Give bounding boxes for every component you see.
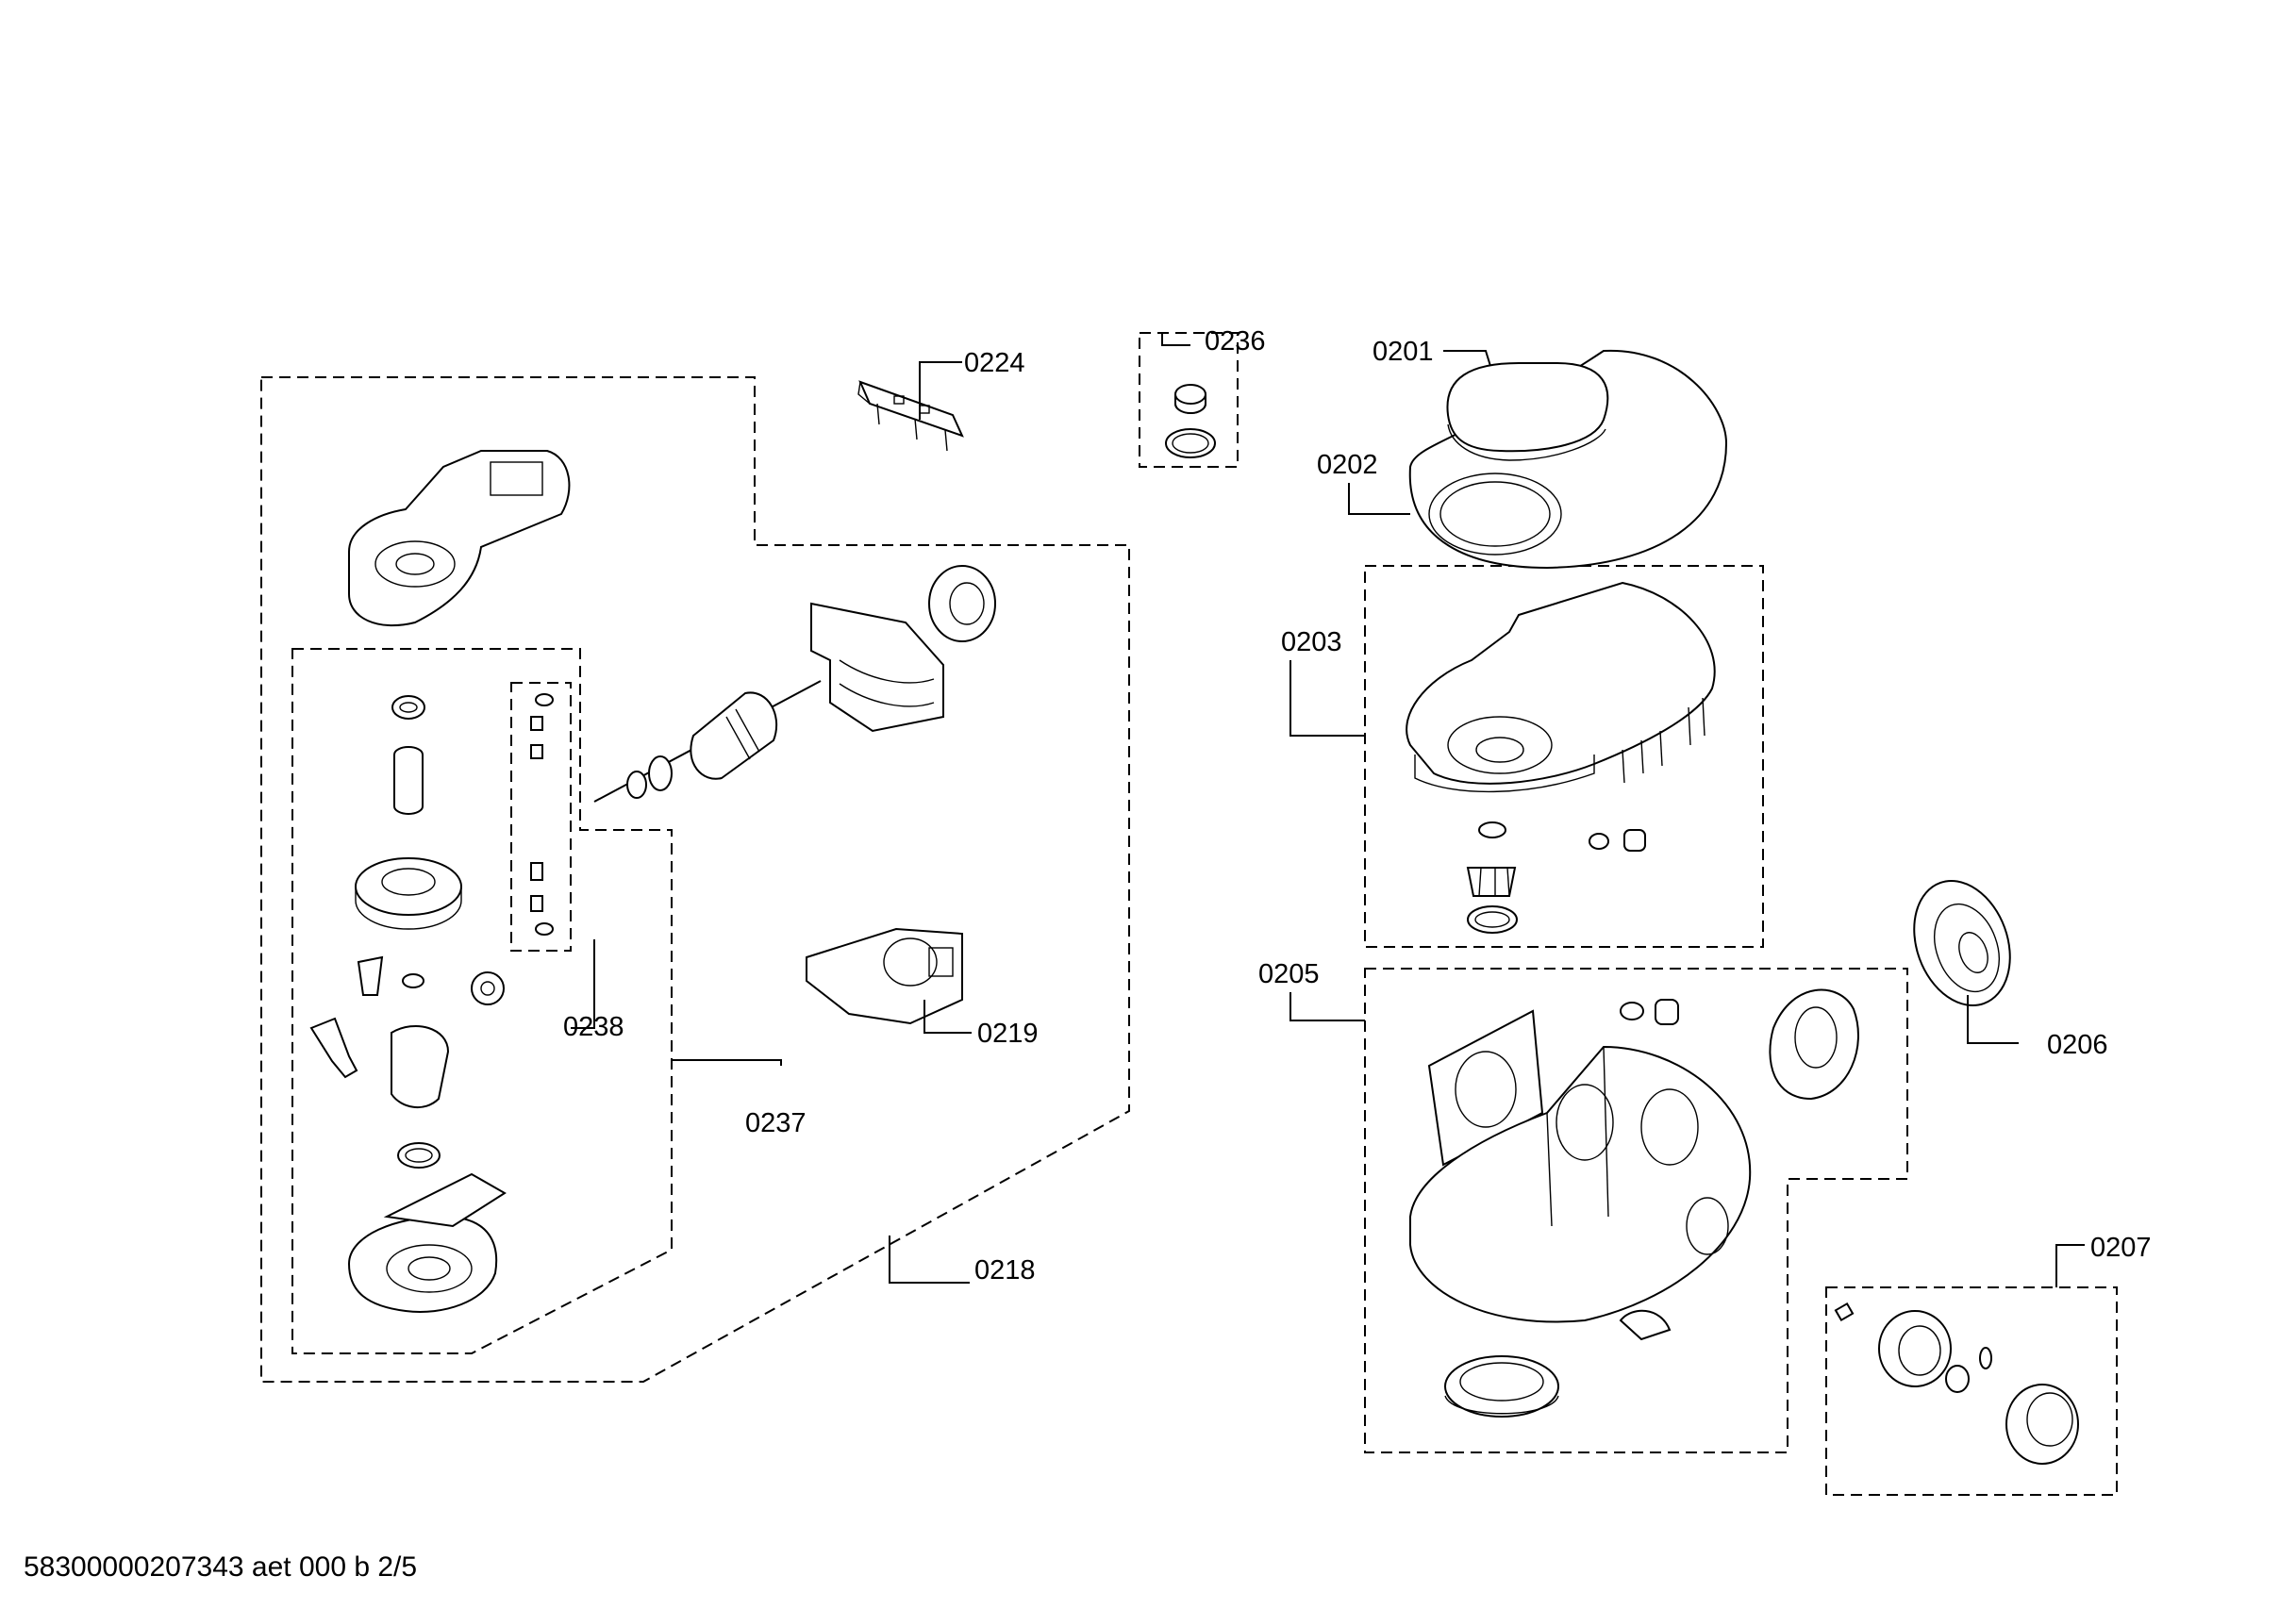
motor-housing-part (348, 450, 571, 627)
armature-part (593, 680, 822, 803)
ring-0206-part (1913, 880, 2011, 1006)
label-0218: 0218 (974, 1255, 1036, 1286)
label-0224: 0224 (964, 348, 1025, 378)
cap-and-ring-0236-part (1165, 384, 1216, 458)
small-parts-0238-part (530, 693, 554, 936)
label-0237: 0237 (745, 1108, 807, 1138)
label-0206: 0206 (2047, 1030, 2108, 1060)
label-0203: 0203 (1281, 627, 1342, 657)
label-0219: 0219 (977, 1019, 1039, 1049)
bracket-0224-part (857, 380, 964, 452)
group-0236-outline (1139, 332, 1239, 468)
knob-assembly-0207-part (1834, 1302, 2079, 1465)
group-0207-outline (1825, 1286, 2118, 1496)
group-0218-outline (260, 376, 1130, 1383)
group-0238-outline (510, 682, 572, 952)
label-0201: 0201 (1373, 337, 1434, 367)
label-0238: 0238 (563, 1012, 624, 1042)
control-board-0219-part (806, 927, 963, 1025)
group-0237-outline (291, 648, 673, 1354)
label-0202: 0202 (1317, 450, 1378, 480)
label-0236: 0236 (1205, 326, 1266, 357)
field-coil-part (810, 565, 996, 733)
leader-lines (571, 333, 2085, 1287)
top-housing-0203-part (1406, 581, 1716, 934)
document-reference: 58300000207343 aet 000 b 2/5 (24, 1551, 418, 1583)
gear-stack-0237-part (309, 695, 507, 1313)
label-0205: 0205 (1258, 959, 1320, 989)
lid-0201-part (1408, 349, 1728, 570)
base-housing-0205-part (1409, 988, 1859, 1418)
label-0207: 0207 (2090, 1233, 2152, 1263)
group-0205-outline (1364, 968, 1908, 1453)
